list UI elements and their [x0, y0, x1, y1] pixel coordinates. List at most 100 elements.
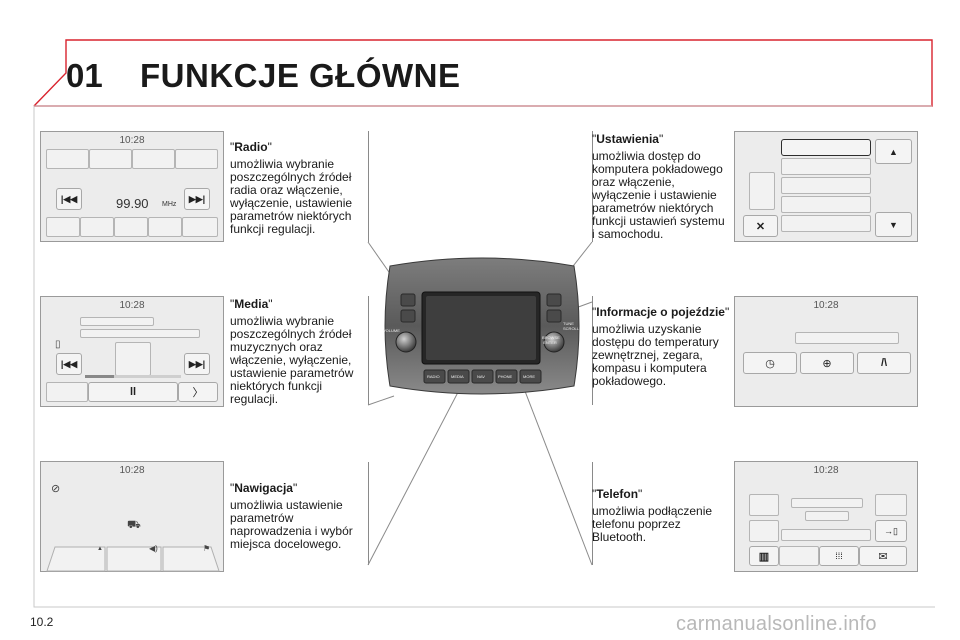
close-button[interactable]: ✕: [743, 215, 778, 237]
hu-browse-label: BROWSE ENTER: [542, 335, 560, 345]
divider: [368, 131, 369, 242]
preset-slot[interactable]: [89, 149, 132, 169]
pause-button[interactable]: ll: [88, 382, 178, 402]
arrow-up-icon: ▲: [889, 146, 898, 157]
watermark: carmanualsonline.info: [676, 613, 877, 635]
trip-computer-button[interactable]: /\: [857, 352, 911, 374]
settings-list-item[interactable]: [781, 177, 871, 194]
road-icon: /\: [880, 357, 888, 369]
radio-description: "Radio" umożliwia wybranie poszczególnyc…: [230, 141, 364, 236]
preset-slot[interactable]: [175, 149, 218, 169]
track-title-field: [80, 317, 154, 326]
page-title: FUNKCJE GŁÓWNE: [140, 57, 461, 94]
skip-forward-icon: ▶▶|: [188, 358, 206, 369]
phonebook-button[interactable]: ▥: [749, 546, 779, 566]
media-menu-button[interactable]: [46, 382, 88, 402]
settings-list-item[interactable]: [781, 139, 871, 156]
skip-back-icon: |◀◀: [60, 193, 78, 204]
divider: [592, 296, 593, 405]
phone-transfer-icon: →▯: [884, 525, 898, 536]
info-field: [795, 332, 899, 344]
hu-nav-label[interactable]: NAV: [477, 374, 485, 379]
vehicle-info-title: Informacje o pojeździe: [596, 305, 725, 319]
seek-back-button[interactable]: |◀◀: [56, 188, 82, 210]
hu-radio-label[interactable]: RADIO: [427, 374, 440, 379]
more-button[interactable]: 〉: [178, 382, 218, 402]
clock: 10:28: [813, 300, 839, 311]
settings-text: umożliwia dostęp do komputera pokładoweg…: [592, 149, 725, 241]
hu-more-label[interactable]: MORE: [523, 374, 535, 379]
radio-title: Radio: [234, 140, 268, 154]
phone-text: umożliwia podłączenie telefonu poprzez B…: [592, 504, 713, 544]
skip-back-icon: |◀◀: [60, 358, 78, 369]
navigation-screen: 10:28 ⊘ ⛟ ▲ ◀) ⚑: [40, 461, 224, 572]
radio-menu-button[interactable]: [80, 217, 114, 237]
navigation-description: "Nawigacja" umożliwia ustawienie paramet…: [230, 482, 364, 551]
hu-volume-label: VOLUME: [383, 328, 400, 333]
transfer-call-button[interactable]: →▯: [875, 520, 907, 542]
radio-screen: 10:28 |◀◀ 99.90 MHz ▶▶|: [40, 131, 224, 242]
clock-icon: ◷: [765, 357, 775, 370]
flag-icon[interactable]: ⚑: [203, 544, 211, 553]
nav-tabs: [46, 546, 220, 572]
preset-slot[interactable]: [132, 149, 175, 169]
vehicle-info-description: "Informacje o pojeździe" umożliwia uzysk…: [592, 305, 730, 388]
radio-menu-button[interactable]: [114, 217, 148, 237]
seek-forward-button[interactable]: ▶▶|: [184, 188, 210, 210]
phone-field: [781, 529, 871, 541]
skip-forward-icon: ▶▶|: [188, 193, 206, 204]
phone-menu-button[interactable]: [779, 546, 819, 566]
media-text: umożliwia wybranie poszczególnych źródeł…: [230, 314, 354, 406]
settings-list-item[interactable]: [781, 196, 871, 213]
settings-title: Ustawienia: [596, 132, 659, 146]
chevron-right-icon: 〉: [192, 387, 204, 399]
clock: 10:28: [813, 465, 839, 476]
settings-list-item[interactable]: [781, 215, 871, 232]
scroll-down-button[interactable]: ▼: [875, 212, 912, 237]
settings-list-item[interactable]: [781, 158, 871, 175]
divider: [592, 462, 593, 565]
arrow-up-icon[interactable]: ▲: [97, 546, 103, 552]
album-art: [115, 342, 151, 376]
phone-title: Telefon: [596, 487, 639, 501]
envelope-icon: ✉: [878, 550, 888, 563]
navigation-title: Nawigacja: [234, 481, 293, 495]
settings-screen: ▲ ✕ ▼: [734, 131, 918, 242]
phonebook-icon: ▥: [758, 550, 770, 563]
keypad-button[interactable]: ⁞⁞⁞: [819, 546, 859, 566]
phone-button[interactable]: [875, 494, 907, 516]
previous-track-button[interactable]: |◀◀: [56, 353, 82, 375]
radio-text: umożliwia wybranie poszczególnych źródeł…: [230, 157, 353, 236]
artist-field: [80, 329, 200, 338]
hu-media-label[interactable]: MEDIA: [451, 374, 464, 379]
messages-button[interactable]: ✉: [859, 546, 907, 566]
media-screen: 10:28 ▯ |◀◀ ▶▶| ll 〉: [40, 296, 224, 407]
divider: [368, 296, 369, 405]
vehicle-position-icon: ⛟: [127, 519, 141, 531]
compass-button[interactable]: ⊕: [800, 352, 854, 374]
preset-slot[interactable]: [46, 149, 89, 169]
radio-menu-button[interactable]: [182, 217, 218, 237]
hu-phone-label[interactable]: PHONE: [498, 374, 513, 379]
navigation-text: umożliwia ustawienie parametrów naprowad…: [230, 498, 353, 551]
keypad-icon: ⁞⁞⁞: [835, 551, 843, 561]
volume-icon[interactable]: ◀): [149, 544, 158, 553]
frequency-unit: MHz: [162, 201, 177, 208]
vehicle-info-screen: 10:28 ◷ ⊕ /\: [734, 296, 918, 407]
radio-menu-button[interactable]: [148, 217, 182, 237]
phone-button[interactable]: [749, 520, 779, 542]
next-track-button[interactable]: ▶▶|: [184, 353, 210, 375]
progress-bar[interactable]: [85, 375, 181, 378]
clock: 10:28: [119, 135, 145, 146]
radio-menu-button[interactable]: [46, 217, 80, 237]
vehicle-info-text: umożliwia uzyskanie dostępu do temperatu…: [592, 322, 719, 388]
compass-icon: ⊘: [51, 483, 61, 495]
phone-button[interactable]: [749, 494, 779, 516]
clock-button[interactable]: ◷: [743, 352, 797, 374]
chapter-number: 01: [66, 57, 103, 94]
scroll-up-button[interactable]: ▲: [875, 139, 912, 164]
hu-tune-label: TUNE SCROLL: [563, 321, 580, 331]
close-icon: ✕: [755, 220, 766, 233]
